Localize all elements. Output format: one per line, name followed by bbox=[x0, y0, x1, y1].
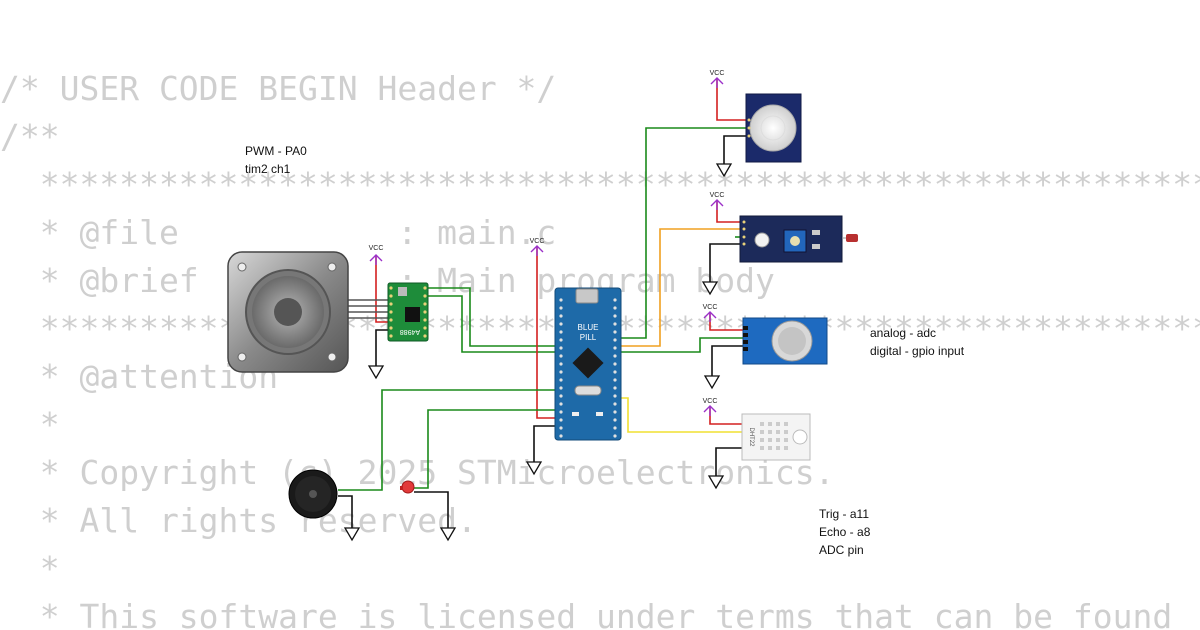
stepper-motor bbox=[227, 251, 349, 373]
ground-markers bbox=[343, 163, 733, 542]
ground-symbol bbox=[703, 375, 721, 390]
vcc-markers bbox=[369, 77, 724, 416]
wire-driver-step bbox=[428, 287, 557, 347]
wire-gas-gnd bbox=[711, 345, 744, 376]
mq-note-line1: analog - adc bbox=[870, 326, 937, 340]
wire-driver-dir bbox=[428, 295, 557, 353]
pwm-note-line1: PWM - PA0 bbox=[245, 144, 307, 158]
board-label-line2: PILL bbox=[580, 333, 597, 342]
ground-symbol bbox=[715, 163, 733, 178]
mq-annotation: analog - adc digital - gpio input bbox=[870, 324, 964, 360]
dht22-sensor: DHT22 bbox=[741, 413, 811, 461]
vcc-label: VCC bbox=[703, 304, 718, 311]
dht-label: DHT22 bbox=[748, 427, 754, 447]
vcc-symbol bbox=[530, 245, 544, 256]
echo-note: Echo - a8 bbox=[819, 525, 871, 539]
ground-symbol bbox=[367, 365, 385, 380]
ultrasonic-annotation: Trig - a11 Echo - a8 ADC pin bbox=[819, 505, 870, 559]
vcc-symbol bbox=[710, 77, 724, 88]
ground-symbol bbox=[439, 527, 457, 542]
vcc-label: VCC bbox=[710, 192, 725, 199]
wire-led-signal bbox=[414, 409, 557, 489]
ground-symbol bbox=[343, 527, 361, 542]
vcc-label: VCC bbox=[703, 398, 718, 405]
vcc-labels: VCC VCC VCC VCC VCC VCC bbox=[369, 70, 725, 405]
ground-symbol bbox=[701, 281, 719, 296]
wire-pir-signal bbox=[612, 127, 746, 339]
blue-pill-board: BLUE PILL bbox=[554, 287, 622, 441]
a4988-driver: A4988 bbox=[387, 282, 429, 342]
wire-buzzer-gnd bbox=[338, 495, 353, 530]
ground-symbol bbox=[525, 461, 543, 476]
wire-dht-data bbox=[612, 397, 742, 433]
wire-driver-vcc bbox=[375, 255, 388, 323]
vcc-label: VCC bbox=[530, 238, 545, 245]
wire-pir-vcc bbox=[716, 78, 746, 121]
board-label-line1: BLUE bbox=[578, 323, 599, 332]
wire-buzzer-signal bbox=[338, 389, 557, 491]
pwm-note-line2: tim2 ch1 bbox=[245, 162, 291, 176]
wire-gas-vcc bbox=[709, 312, 744, 331]
vcc-label: VCC bbox=[710, 70, 725, 77]
vcc-symbol bbox=[369, 254, 383, 265]
gas-sensor-module bbox=[742, 317, 828, 365]
light-sensor-module bbox=[739, 215, 858, 263]
wire-dht-gnd bbox=[715, 447, 742, 476]
vcc-symbol bbox=[710, 199, 724, 210]
mq-note-line2: digital - gpio input bbox=[870, 344, 965, 358]
ground-symbol bbox=[707, 475, 725, 490]
pwm-annotation: PWM - PA0 tim2 ch1 bbox=[245, 142, 307, 178]
wire-light-gnd bbox=[709, 243, 742, 282]
wire-gas-signal bbox=[612, 337, 744, 353]
pir-sensor bbox=[745, 93, 802, 163]
wire-pir-gnd bbox=[723, 135, 746, 164]
vcc-label: VCC bbox=[369, 245, 384, 252]
vcc-symbol bbox=[703, 405, 717, 416]
wire-board-vcc bbox=[536, 246, 557, 419]
red-led bbox=[400, 480, 415, 494]
adc-note: ADC pin bbox=[819, 543, 864, 557]
wire-board-gnd bbox=[533, 425, 557, 462]
wire-led-gnd bbox=[414, 491, 449, 530]
wire-driver-gnd bbox=[375, 329, 388, 366]
wire-light-analog bbox=[612, 228, 742, 347]
buzzer bbox=[288, 469, 338, 519]
wires bbox=[338, 78, 746, 530]
wire-dht-vcc bbox=[709, 406, 742, 425]
driver-label: A4988 bbox=[400, 328, 420, 335]
vcc-symbol bbox=[703, 311, 717, 322]
trig-note: Trig - a11 bbox=[819, 507, 870, 521]
